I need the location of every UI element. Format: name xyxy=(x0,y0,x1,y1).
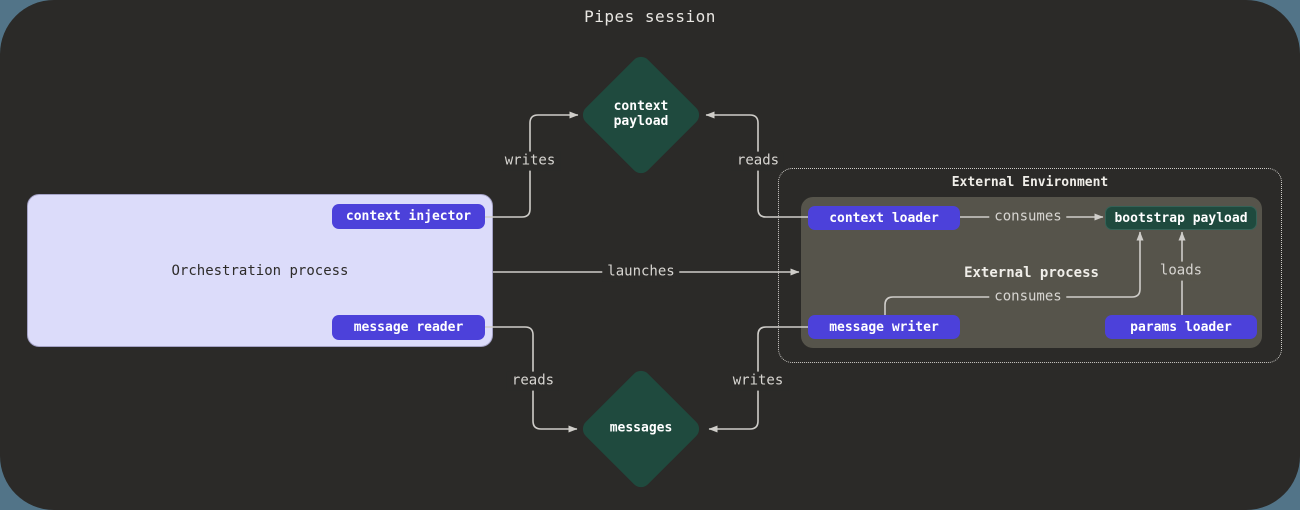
edge-label-launches: launches xyxy=(602,262,680,282)
context-injector-node: context injector xyxy=(332,204,485,229)
message-reader-node: message reader xyxy=(332,315,485,340)
messages-label: messages xyxy=(609,420,673,436)
params-loader-node: params loader xyxy=(1105,315,1257,339)
edge-label-consumes-bottom: consumes xyxy=(989,287,1067,307)
context-payload-label: context payload xyxy=(613,99,669,129)
edge-label-writes-top: writes xyxy=(499,151,561,171)
external-environment-title: External Environment xyxy=(951,175,1109,190)
context-loader-node: context loader xyxy=(808,206,960,230)
edge-label-reads-bottom: reads xyxy=(506,371,560,391)
page-title: Pipes session xyxy=(584,7,716,26)
message-writer-node: message writer xyxy=(808,315,960,339)
edge-label-loads: loads xyxy=(1154,261,1208,281)
edge-label-writes-bottom: writes xyxy=(727,371,789,391)
edge-label-reads-top: reads xyxy=(731,151,785,171)
external-environment-group xyxy=(778,168,1282,363)
orchestration-process-label: Orchestration process xyxy=(171,262,349,279)
bootstrap-payload-node: bootstrap payload xyxy=(1105,206,1257,230)
edge-label-consumes-top: consumes xyxy=(989,207,1067,227)
